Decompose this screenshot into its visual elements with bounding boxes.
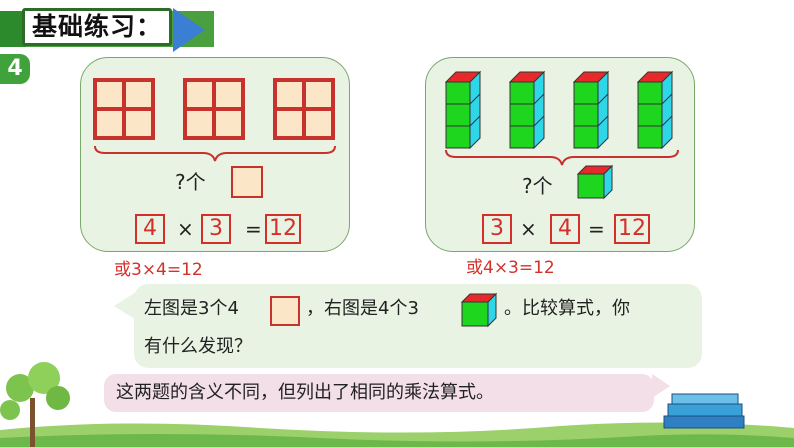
bubble-text-line2: 有什么发现？ <box>144 336 252 357</box>
square-cell <box>185 109 214 138</box>
equation-factor-b: 3 <box>201 214 231 244</box>
cube-unit-icon <box>460 292 498 328</box>
arrow-right-icon <box>173 8 205 52</box>
bubble-text-part3: 。比较算式，你 <box>504 298 630 319</box>
cube-stacks <box>444 70 674 150</box>
square-cell <box>124 109 153 138</box>
square-cell <box>304 80 333 109</box>
decorative-ground <box>0 422 794 447</box>
square-cell <box>185 80 214 109</box>
square-cell <box>95 109 124 138</box>
square-cell <box>124 80 153 109</box>
question-count-label: ?个 <box>175 170 206 194</box>
tree-icon <box>0 362 70 447</box>
cube-unit-icon <box>576 164 614 200</box>
square-cell <box>275 80 304 109</box>
brace-icon <box>94 145 336 162</box>
multiply-sign: × <box>177 217 194 241</box>
question-bubble: 左图是3个4 ，右图是4个3 。比较算式，你 有什么发现？ <box>134 284 702 368</box>
bubble-text-part1: 左图是3个4 <box>144 298 239 319</box>
equation-result: 12 <box>614 214 650 244</box>
square-group-3 <box>273 78 335 140</box>
equals-sign: = <box>245 217 262 241</box>
square-group-1 <box>93 78 155 140</box>
left-alternative-equation: 或3×4=12 <box>114 260 203 280</box>
equation-factor-a: 4 <box>135 214 165 244</box>
square-cell <box>214 109 243 138</box>
bubble-tail <box>114 292 136 320</box>
section-title: 基础练习： <box>22 8 172 46</box>
cube-stack-2 <box>508 70 546 150</box>
equation-factor-b: 4 <box>550 214 580 244</box>
left-diagram-panel: ?个 4 × 3 = 12 <box>80 57 350 252</box>
square-cell <box>275 109 304 138</box>
square-cell <box>304 109 333 138</box>
square-cell <box>214 80 243 109</box>
square-cell <box>95 80 124 109</box>
section-banner: 基础练习： <box>0 4 214 52</box>
cube-stack-1 <box>444 70 482 150</box>
brace-icon <box>445 149 679 166</box>
equation-factor-a: 3 <box>482 214 512 244</box>
cube-stack-4 <box>636 70 674 150</box>
answer-text: 这两题的含义不同，但列出了相同的乘法算式。 <box>116 382 494 403</box>
equals-sign: = <box>588 217 605 241</box>
right-diagram-panel: ?个 3 × 4 = 12 <box>425 57 695 252</box>
exercise-number-badge: 4 <box>0 54 30 84</box>
unit-square-icon <box>231 166 263 198</box>
multiply-sign: × <box>520 217 537 241</box>
equation-result: 12 <box>265 214 301 244</box>
unit-square-icon <box>270 296 300 326</box>
bubble-tail <box>652 374 670 398</box>
bubble-text-part2: ，右图是4个3 <box>306 298 419 319</box>
right-alternative-equation: 或4×3=12 <box>466 258 555 278</box>
books-icon <box>663 393 745 429</box>
question-count-label: ?个 <box>522 174 553 198</box>
answer-bubble: 这两题的含义不同，但列出了相同的乘法算式。 <box>104 374 654 412</box>
cube-stack-3 <box>572 70 610 150</box>
square-group-2 <box>183 78 245 140</box>
banner-accent <box>0 11 26 47</box>
